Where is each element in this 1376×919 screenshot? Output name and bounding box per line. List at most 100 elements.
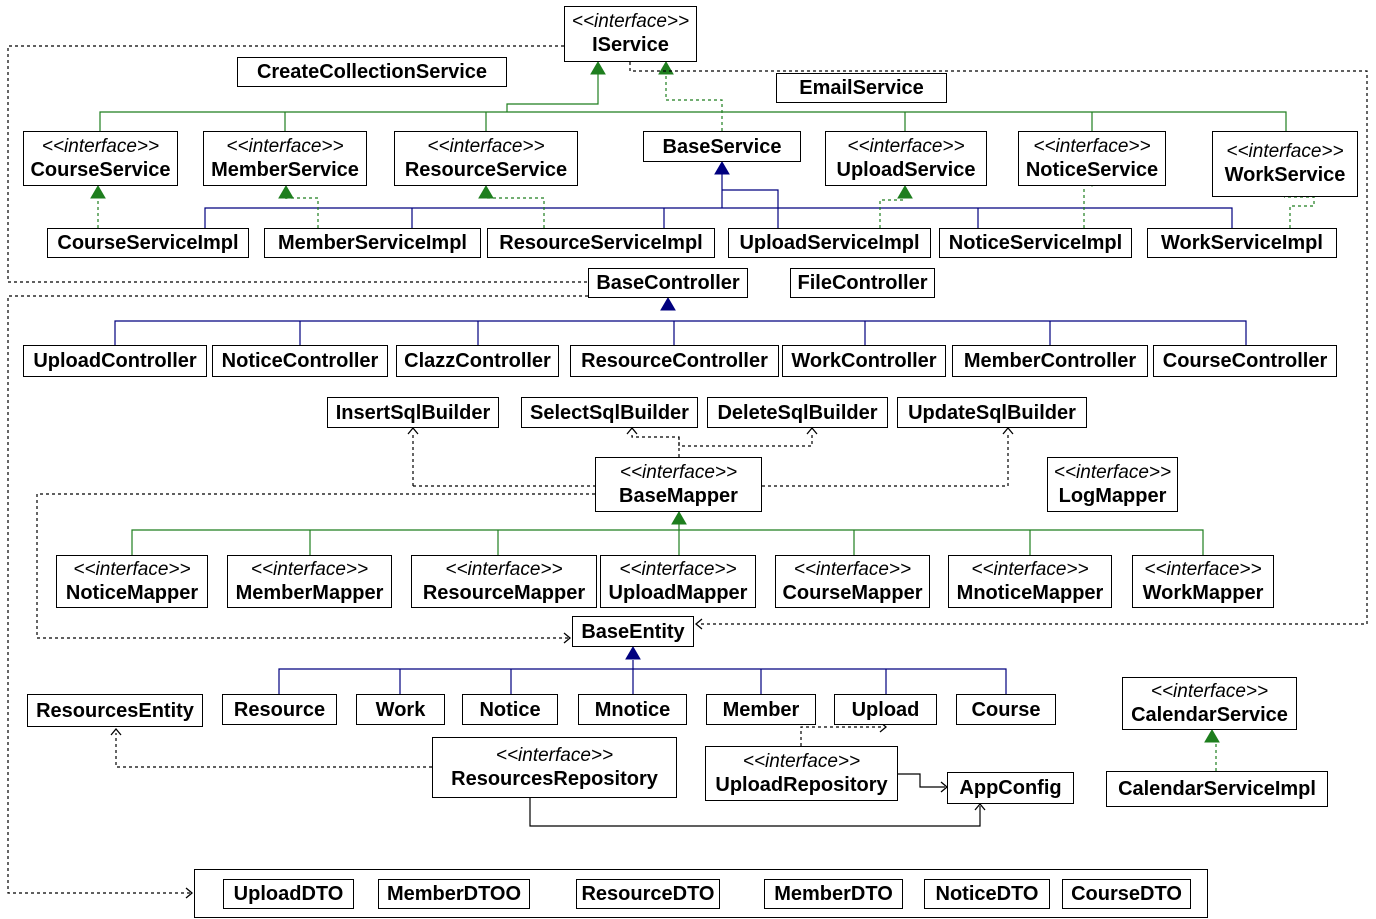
mapper-entity-line <box>36 493 595 639</box>
stereotype-label: <<interface>> <box>41 135 160 157</box>
base-mapper-node[interactable]: <<interface>>BaseMapper <box>595 457 762 512</box>
member-service-node[interactable]: <<interface>>MemberService <box>203 131 367 186</box>
base-controller-node[interactable]: BaseController <box>588 268 748 298</box>
create-collection-service-node[interactable]: CreateCollectionService <box>237 57 507 87</box>
update-sql-builder-node[interactable]: UpdateSqlBuilder <box>897 397 1087 428</box>
resource-service-impl-node[interactable]: ResourceServiceImpl <box>487 228 715 258</box>
resource-mapper-node[interactable]: <<interface>>ResourceMapper <box>411 555 597 608</box>
notice-service-impl-node[interactable]: NoticeServiceImpl <box>939 228 1132 258</box>
class-name: MnoticeMapper <box>956 581 1104 604</box>
class-name: UploadRepository <box>715 773 888 796</box>
notice-service-node[interactable]: <<interface>>NoticeService <box>1018 131 1166 186</box>
upload-service-impl-node[interactable]: UploadServiceImpl <box>728 228 931 258</box>
member-dtoo-node[interactable]: MemberDTOO <box>378 879 530 909</box>
class-name: MemberMapper <box>235 581 384 604</box>
repo-appconfig-line <box>898 773 945 788</box>
class-name: NoticeServiceImpl <box>948 232 1123 254</box>
member-dto-node[interactable]: MemberDTO <box>764 879 903 909</box>
upload-service-node[interactable]: <<interface>>UploadService <box>825 131 987 186</box>
stereotype-label: <<interface>> <box>571 11 690 32</box>
class-name: CalendarServiceImpl <box>1118 778 1316 800</box>
class-name: WorkService <box>1224 164 1346 186</box>
member-impl-arrow <box>278 185 294 199</box>
insert-arrow <box>407 426 419 435</box>
edge-line <box>678 432 813 447</box>
member-mapper-node[interactable]: <<interface>>MemberMapper <box>227 555 392 608</box>
select-sql-builder-node[interactable]: SelectSqlBuilder <box>521 397 698 428</box>
class-name: CourseController <box>1162 350 1328 372</box>
stereotype-label: <<interface>> <box>619 558 737 580</box>
delete-sql-builder-node[interactable]: DeleteSqlBuilder <box>707 397 888 428</box>
course-service-node[interactable]: <<interface>>CourseService <box>23 131 178 186</box>
notice-node[interactable]: Notice <box>462 694 558 725</box>
work-node[interactable]: Work <box>356 694 445 725</box>
resource-impl-line <box>485 197 545 228</box>
stereotype-label: <<interface>> <box>619 461 738 483</box>
upload-repository-node[interactable]: <<interface>>UploadRepository <box>705 746 898 801</box>
entity-arrow <box>563 632 572 644</box>
work-service-node[interactable]: <<interface>>WorkService <box>1212 131 1358 197</box>
course-service-impl-node[interactable]: CourseServiceImpl <box>47 228 249 258</box>
resource-impl-arrow <box>478 185 494 199</box>
upload-impl-arrow <box>897 185 913 199</box>
calendar-arrow <box>1204 729 1220 743</box>
base-service-node[interactable]: BaseService <box>643 131 801 162</box>
work-mapper-node[interactable]: <<interface>>WorkMapper <box>1132 555 1274 608</box>
work-controller-node[interactable]: WorkController <box>782 345 946 377</box>
course-node[interactable]: Course <box>956 694 1056 725</box>
upload-controller-node[interactable]: UploadController <box>23 345 207 377</box>
resources-repository-node[interactable]: <<interface>>ResourcesRepository <box>432 737 677 798</box>
entity-inherits-bus <box>278 668 1007 694</box>
resources-entity-node[interactable]: ResourcesEntity <box>27 694 203 727</box>
i-service-node[interactable]: <<interface>>IService <box>564 6 697 62</box>
class-name: UploadService <box>836 158 976 181</box>
class-name: ResourceService <box>404 158 568 181</box>
class-name: ResourceController <box>581 350 768 372</box>
course-mapper-node[interactable]: <<interface>>CourseMapper <box>775 555 930 608</box>
class-name: Resource <box>233 698 326 721</box>
log-mapper-node[interactable]: <<interface>>LogMapper <box>1047 457 1178 512</box>
resource-service-node[interactable]: <<interface>>ResourceService <box>394 131 578 186</box>
mnotice-mapper-node[interactable]: <<interface>>MnoticeMapper <box>948 555 1112 608</box>
upload-mapper-node[interactable]: <<interface>>UploadMapper <box>600 555 756 608</box>
iservice-entity-line <box>629 62 1368 625</box>
insert-sql-builder-node[interactable]: InsertSqlBuilder <box>327 397 499 428</box>
course-controller-node[interactable]: CourseController <box>1153 345 1337 377</box>
mnotice-node[interactable]: Mnotice <box>578 694 687 725</box>
class-name: CourseDTO <box>1071 883 1182 905</box>
class-name: EmailService <box>799 77 924 99</box>
calendar-service-node[interactable]: <<interface>>CalendarService <box>1122 677 1297 730</box>
calendar-service-impl-node[interactable]: CalendarServiceImpl <box>1106 771 1328 807</box>
file-controller-node[interactable]: FileController <box>790 268 935 298</box>
work-service-impl-node[interactable]: WorkServiceImpl <box>1147 228 1337 258</box>
stereotype-label: <<interface>> <box>1226 141 1344 162</box>
member-node[interactable]: Member <box>706 694 816 725</box>
email-service-node[interactable]: EmailService <box>776 73 947 103</box>
notice-controller-node[interactable]: NoticeController <box>212 345 388 377</box>
upload-dto-node[interactable]: UploadDTO <box>223 879 354 909</box>
class-name: CourseServiceImpl <box>57 232 239 254</box>
resource-controller-node[interactable]: ResourceController <box>570 345 779 377</box>
resource-node[interactable]: Resource <box>222 694 337 725</box>
impl-inherits-bus <box>204 207 1233 228</box>
iservice-impl-arrowhead <box>658 61 674 75</box>
class-name: CalendarService <box>1131 703 1288 726</box>
resource-dto-node[interactable]: ResourceDTO <box>576 879 720 909</box>
class-name: Mnotice <box>594 698 671 721</box>
member-service-impl-node[interactable]: MemberServiceImpl <box>264 228 481 258</box>
clazz-controller-node[interactable]: ClazzController <box>396 345 559 377</box>
class-name: NoticeService <box>1025 158 1159 181</box>
course-dto-node[interactable]: CourseDTO <box>1062 879 1191 909</box>
repo-entity-line <box>115 733 432 768</box>
base-entity-node[interactable]: BaseEntity <box>572 616 694 647</box>
member-controller-node[interactable]: MemberController <box>952 345 1148 377</box>
app-config-node[interactable]: AppConfig <box>947 772 1074 804</box>
class-name: NoticeController <box>221 350 379 372</box>
upload-node[interactable]: Upload <box>834 694 937 725</box>
notice-mapper-node[interactable]: <<interface>>NoticeMapper <box>56 555 208 608</box>
notice-dto-node[interactable]: NoticeDTO <box>924 879 1050 909</box>
class-name: WorkMapper <box>1142 581 1264 604</box>
basemapper-arrowhead <box>671 511 687 525</box>
service-extends-drops <box>284 112 1093 131</box>
edge-line <box>631 432 680 457</box>
